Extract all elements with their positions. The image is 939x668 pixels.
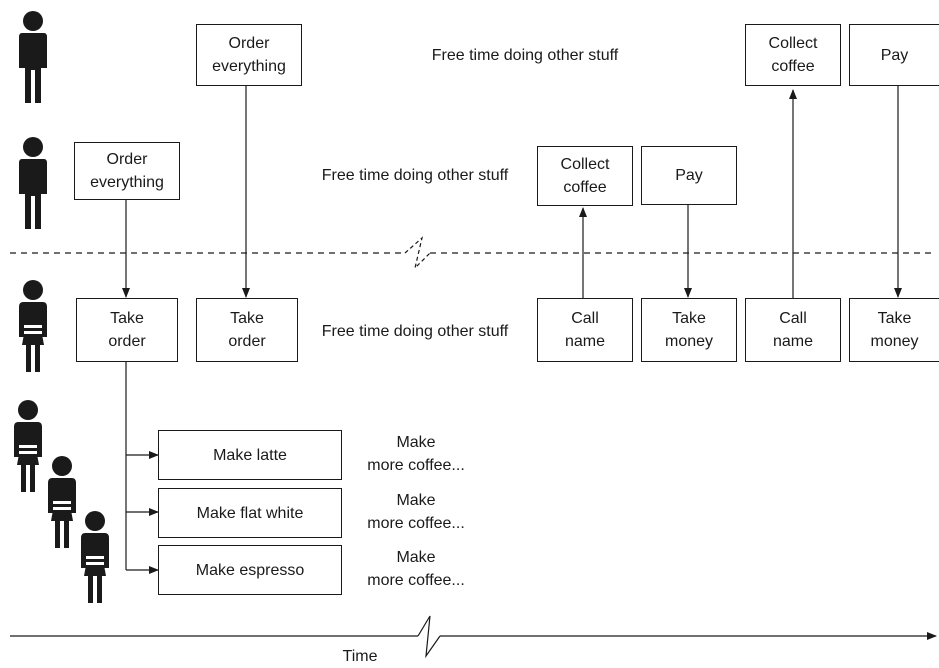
take-money-box-2: Take money [849,298,939,362]
take-money-box-1: Take money [641,298,737,362]
more-coffee-label-3: Make more coffee... [367,549,465,589]
free-time-label-cashier: Free time doing other stuff [321,323,509,340]
make-latte-box: Make latte [158,430,342,480]
separator-break [404,236,431,270]
take-order-box-2: Take order [196,298,298,362]
customer-icon-second [19,137,47,229]
barista-icon-1 [14,400,42,492]
customer-icon-top [19,11,47,103]
free-time-label-second: Free time doing other stuff [321,167,509,184]
collect-coffee-box-top: Collect coffee [745,24,841,86]
make-espresso-box: Make espresso [158,545,342,595]
order-everything-box-top: Order everything [196,24,302,86]
pay-box-top: Pay [849,24,939,86]
call-name-box-1: Call name [537,298,633,362]
cashier-icon [19,280,47,372]
barista-icon-2 [48,456,76,548]
more-coffee-label-1: Make more coffee... [367,434,465,474]
order-everything-box-second: Order everything [74,142,180,200]
make-flat-white-box: Make flat white [158,488,342,538]
barista-icon-3 [81,511,109,603]
more-coffee-label-2: Make more coffee... [367,492,465,532]
time-axis-break [417,615,441,659]
take-order-box-1: Take order [76,298,178,362]
collect-coffee-box-second: Collect coffee [537,146,633,206]
call-name-box-2: Call name [745,298,841,362]
free-time-label-top: Free time doing other stuff [431,47,619,64]
pay-box-second: Pay [641,146,737,205]
time-axis-label: Time [342,648,378,665]
